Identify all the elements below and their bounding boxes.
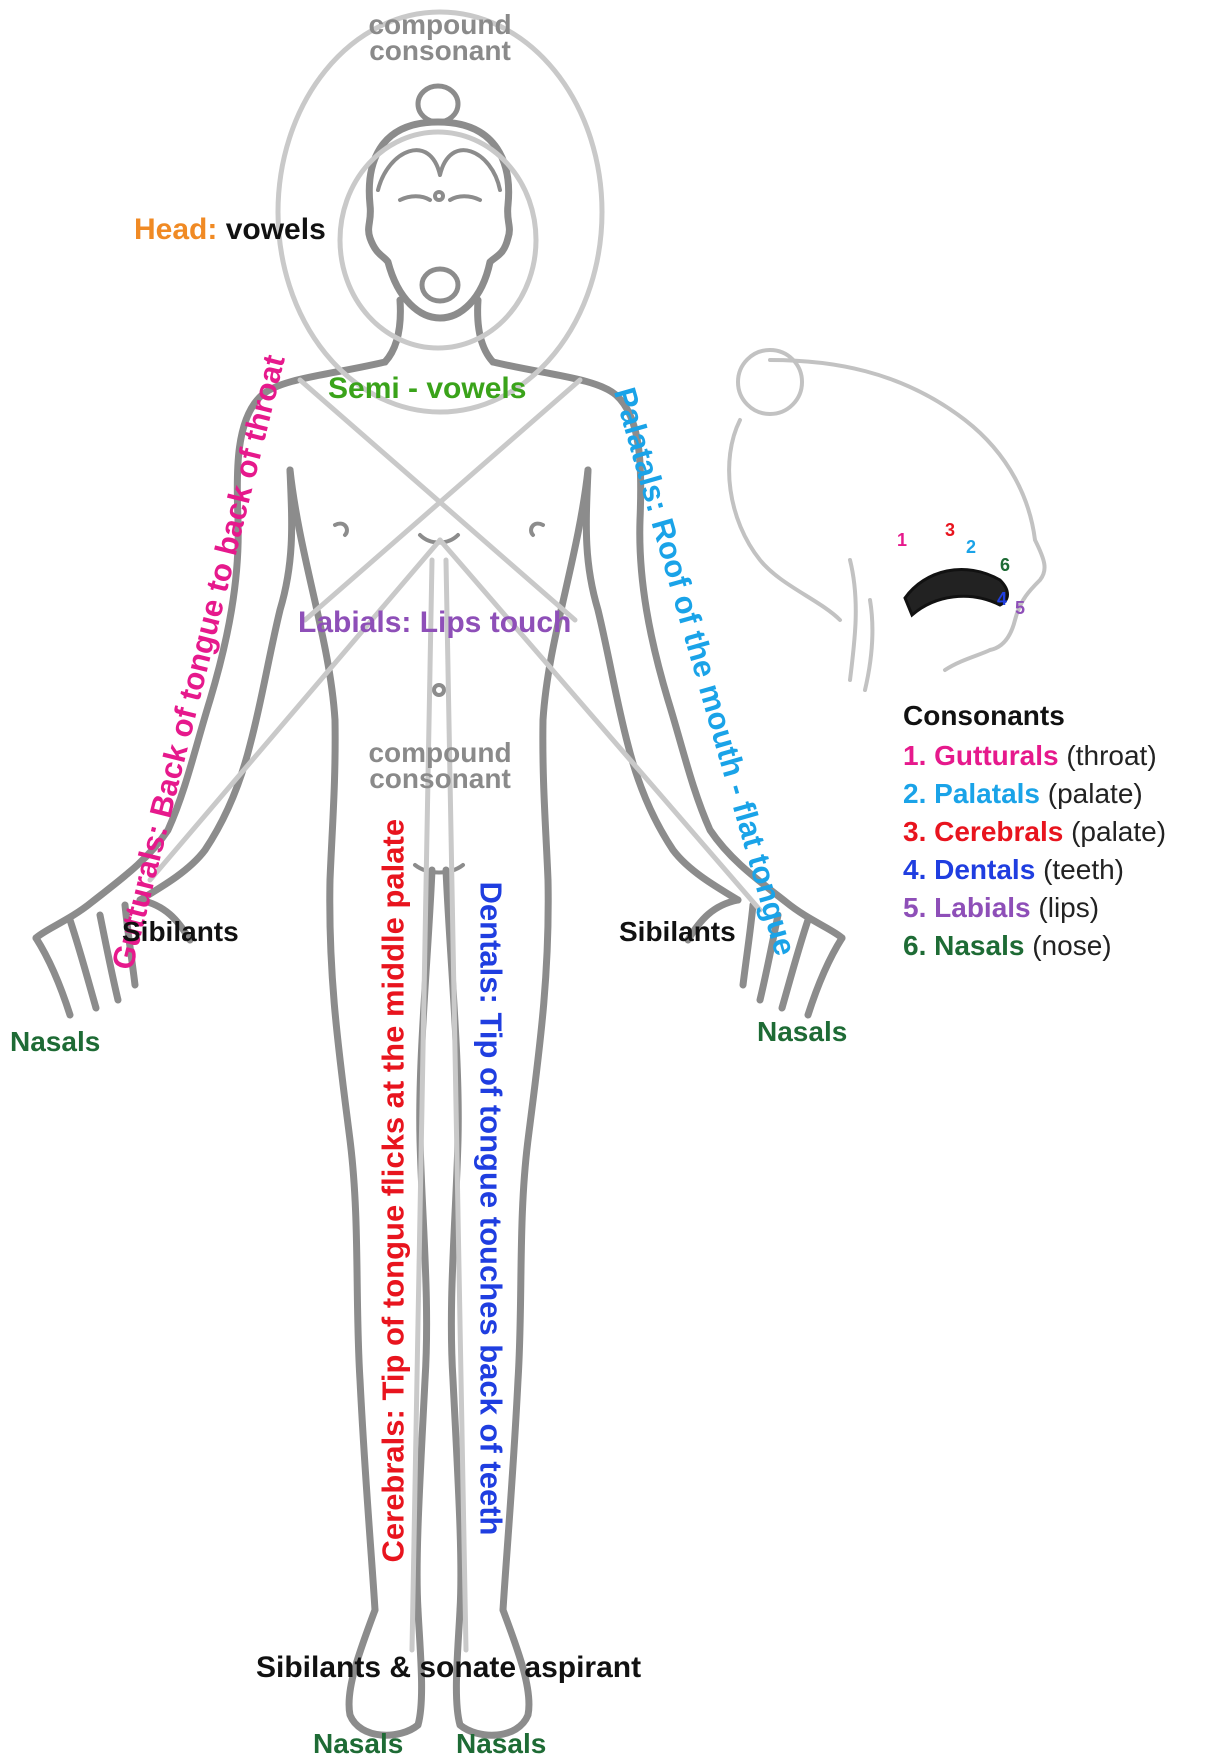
profile-number-3: 3 <box>945 520 955 541</box>
head-rest: vowels <box>226 213 326 246</box>
head-prefix: Head: <box>134 213 217 246</box>
nasals-left-hand-label: Nasals <box>10 1028 100 1056</box>
dentals-leg-label: Dentals: Tip of tongue touches back of t… <box>476 859 507 1559</box>
legend-item-cerebrals: 3. Cerebrals (palate) <box>903 816 1166 854</box>
profile-number-2: 2 <box>966 537 976 558</box>
profile-number-4: 4 <box>997 589 1007 610</box>
legend-item-gutturals: 1. Gutturals (throat) <box>903 740 1166 778</box>
profile-number-5: 5 <box>1015 598 1025 619</box>
legend-item-nasals: 6. Nasals (nose) <box>903 930 1166 968</box>
compound-consonant-mid-label: compound consonant <box>330 740 550 792</box>
semi-vowels-label: Semi - vowels <box>328 374 526 404</box>
compound-consonant-top-label: compound consonant <box>330 12 550 64</box>
nasals-right-hand-label: Nasals <box>757 1018 847 1046</box>
tongue-shape <box>905 570 1008 615</box>
legend-item-palatals: 2. Palatals (palate) <box>903 778 1166 816</box>
sibilants-left-label: Sibilants <box>122 918 239 946</box>
legend-item-labials: 5. Labials (lips) <box>903 892 1166 930</box>
head-vowels-label: Head: vowels <box>134 215 326 245</box>
consonants-legend: Consonants 1. Gutturals (throat) 2. Pala… <box>903 700 1166 968</box>
cerebrals-leg-label: Cerebrals: Tip of tongue flicks at the m… <box>378 883 409 1563</box>
profile-number-6: 6 <box>1000 555 1010 576</box>
legend-title: Consonants <box>903 700 1166 738</box>
nasals-left-foot-label: Nasals <box>313 1730 403 1758</box>
nasals-right-foot-label: Nasals <box>456 1730 546 1758</box>
profile-number-1: 1 <box>897 530 907 551</box>
legend-item-dentals: 4. Dentals (teeth) <box>903 854 1166 892</box>
labials-label: Labials: Lips touch <box>298 608 571 638</box>
sibilants-right-label: Sibilants <box>619 918 736 946</box>
sibilants-feet-label: Sibilants & sonate aspirant <box>256 1653 641 1683</box>
